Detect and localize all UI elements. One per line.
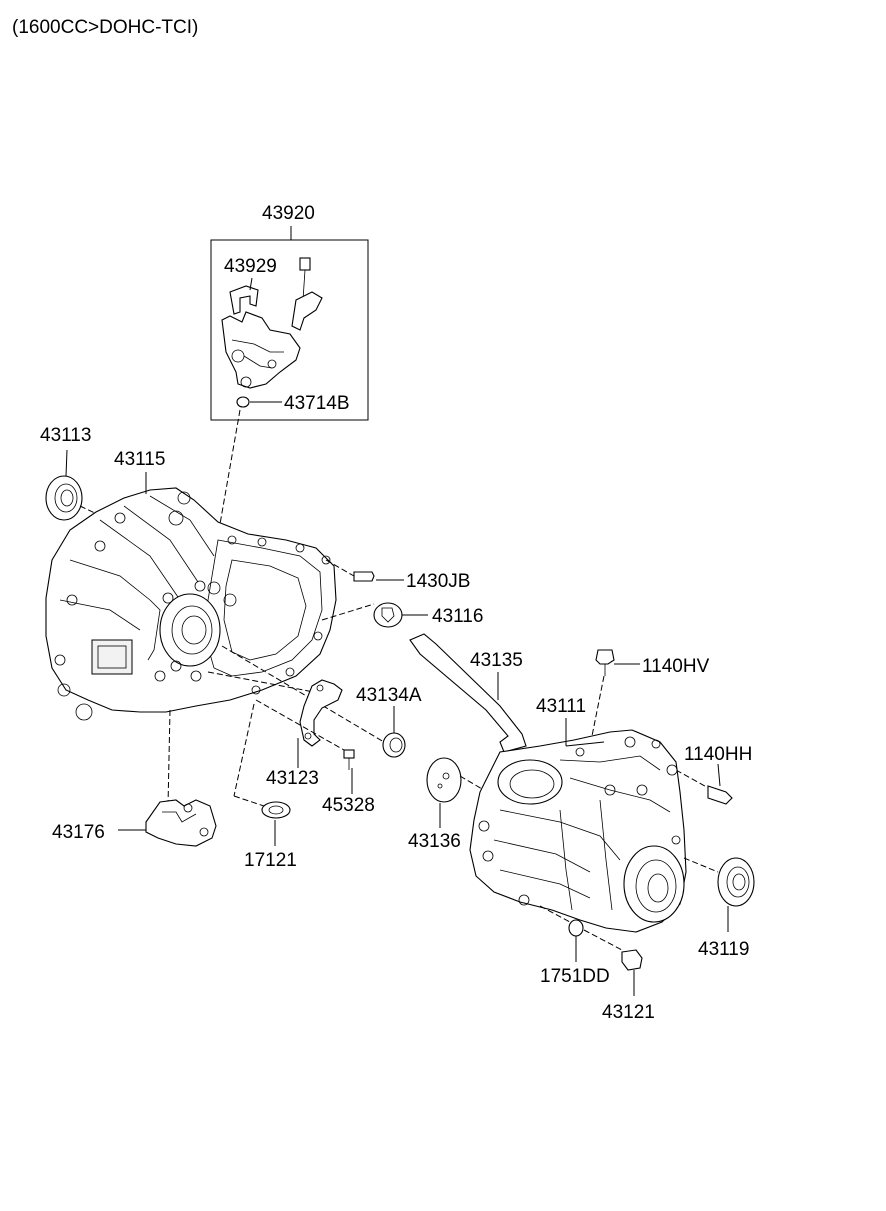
clutch-housing-group	[45, 449, 337, 721]
engine-spec-header: (1600CC>DOHC-TCI)	[12, 17, 198, 38]
seal-17121-group	[233, 703, 291, 846]
label-1751DD: 1751DD	[540, 966, 610, 987]
housing-bearing-bore	[159, 593, 221, 667]
gasket-1751DD-part[interactable]	[568, 919, 584, 937]
bolt-45328-group	[255, 699, 355, 794]
dowel-pin-1430JB-part[interactable]	[353, 571, 375, 582]
bracket-bolt-part[interactable]	[299, 257, 311, 271]
seal-43134A-group	[221, 645, 406, 758]
mount-bracket-43176-part[interactable]	[145, 799, 217, 847]
washer-43714B-part[interactable]	[236, 396, 250, 408]
label-43920: 43920	[262, 203, 315, 224]
transmission-case-group	[469, 718, 687, 933]
rod-43135-part[interactable]	[409, 633, 527, 753]
rod-43135-group	[409, 633, 527, 753]
cover-plate-43123-part[interactable]	[299, 679, 343, 747]
bolt-45328-part[interactable]	[343, 749, 355, 759]
drain-plug-43121-part[interactable]	[621, 949, 643, 971]
label-43123: 43123	[266, 768, 319, 789]
seal-17121-part[interactable]	[261, 801, 291, 819]
label-43121: 43121	[602, 1002, 655, 1023]
label-43113: 43113	[40, 425, 91, 446]
label-45328: 45328	[322, 795, 375, 816]
clip-43929-part[interactable]	[229, 285, 259, 315]
switch-part[interactable]	[291, 291, 323, 331]
label-43115: 43115	[114, 449, 165, 470]
label-1140HH: 1140HH	[684, 744, 752, 765]
shift-bracket-part[interactable]	[221, 311, 301, 389]
label-17121: 17121	[244, 850, 297, 871]
dowel-pin-group	[325, 559, 404, 582]
label-1140HV: 1140HV	[642, 656, 710, 677]
shim-plate-group	[321, 602, 428, 628]
case-output-bore	[623, 845, 685, 923]
label-43176: 43176	[52, 822, 105, 843]
label-43116: 43116	[432, 606, 483, 627]
label-43929: 43929	[224, 256, 277, 277]
bolt-1140HV-part[interactable]	[595, 649, 615, 665]
plate-43116-part[interactable]	[373, 602, 403, 628]
label-43119: 43119	[698, 939, 749, 960]
label-43111: 43111	[536, 696, 586, 717]
bolt-1140HH-part[interactable]	[707, 785, 733, 805]
label-43135: 43135	[470, 650, 523, 671]
label-43714B: 43714B	[284, 393, 350, 414]
bracket-43176-group	[118, 709, 217, 847]
label-43134A: 43134A	[356, 685, 422, 706]
shim-43136-part[interactable]	[426, 757, 462, 803]
gasket-1751DD-group	[539, 905, 584, 962]
label-1430JB: 1430JB	[406, 571, 470, 592]
bracket-assembly-group	[210, 226, 369, 525]
plug-43121-group	[583, 929, 643, 996]
bolt-1140HH-group	[675, 763, 733, 805]
seal-43119-group	[683, 857, 755, 932]
case-top-opening	[497, 759, 563, 805]
label-43136: 43136	[408, 831, 461, 852]
cover-plate-group	[207, 671, 343, 768]
bracket-assembly-box	[210, 239, 369, 421]
